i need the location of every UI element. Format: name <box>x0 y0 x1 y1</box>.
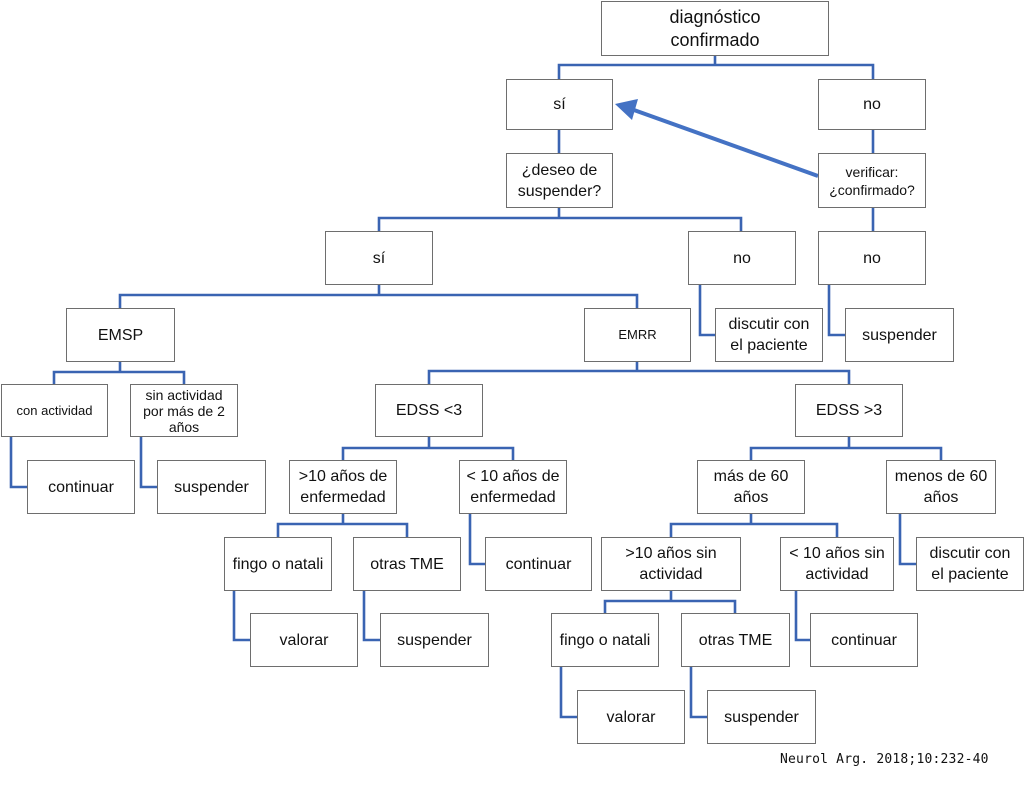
connector-si-split <box>118 285 639 308</box>
connector-verify-no-to-suspend <box>827 285 845 337</box>
node-with-activity: con actividad <box>1 384 108 437</box>
connector-desire-no-to-discuss <box>698 285 715 337</box>
node-diagnosis-confirmed: diagnóstico confirmado <box>601 1 829 56</box>
citation: Neurol Arg. 2018;10:232-40 <box>780 752 989 767</box>
connector-fingo2-to-assess <box>559 667 577 719</box>
node-over-60-years: más de 60 años <box>697 460 805 514</box>
node-suspend-2: suspender <box>157 460 266 514</box>
connector-gt10-split <box>276 514 409 537</box>
node-edss-under-3: EDSS <3 <box>375 384 483 437</box>
node-edss-over-3: EDSS >3 <box>795 384 903 437</box>
node-discuss-with-patient-2: discutir con el paciente <box>916 537 1024 591</box>
connector-emsp-split <box>52 362 186 384</box>
connector-other-to-suspend <box>362 591 380 642</box>
node-suspend-1: suspender <box>845 308 954 362</box>
node-continue-2: continuar <box>485 537 592 591</box>
node-fingo-or-natali-2: fingo o natali <box>551 613 659 667</box>
node-desire-no: no <box>688 231 796 285</box>
node-under-10-years-disease: < 10 años de enfermedad <box>459 460 567 514</box>
connector-under60-to-discuss <box>898 514 916 566</box>
node-no-activity-2-years: sin actividad por más de 2 años <box>130 384 238 437</box>
connector-lt10-to-continue <box>468 514 485 566</box>
node-other-tme-2: otras TME <box>681 613 790 667</box>
connector-with-activity-to-continue <box>9 437 27 489</box>
arrow-verify-to-yes <box>633 108 819 178</box>
node-assess-2: valorar <box>577 690 685 744</box>
node-continue-1: continuar <box>27 460 135 514</box>
node-emsp: EMSP <box>66 308 175 362</box>
node-discuss-with-patient-1: discutir con el paciente <box>715 308 823 362</box>
connector-emrr-split <box>427 362 851 384</box>
node-over-10-years-no-activity: >10 años sin actividad <box>601 537 741 591</box>
node-yes: sí <box>506 79 613 130</box>
node-suspend-4: suspender <box>707 690 816 744</box>
connector-over60-split <box>669 514 839 537</box>
node-under-60-years: menos de 60 años <box>886 460 996 514</box>
node-verify-confirmed: verificar: ¿confirmado? <box>818 153 926 208</box>
node-other-tme-1: otras TME <box>353 537 461 591</box>
node-continue-3: continuar <box>810 613 918 667</box>
connector-edss-gt3-split <box>749 437 943 460</box>
node-desire-yes: sí <box>325 231 433 285</box>
connector-lt10na-to-continue <box>794 591 810 642</box>
connector-no-activity-to-suspend <box>139 437 157 489</box>
connector-other2-to-suspend <box>689 667 707 719</box>
connector-edss-lt3-split <box>341 437 515 460</box>
node-under-10-years-no-activity: < 10 años sin actividad <box>780 537 894 591</box>
arrowhead-icon <box>615 99 638 120</box>
node-emrr: EMRR <box>584 308 691 362</box>
connector-fingo-to-assess <box>232 591 250 642</box>
node-no: no <box>818 79 926 130</box>
connector-desire-split <box>377 208 743 231</box>
node-desire-to-suspend: ¿deseo de suspender? <box>506 153 613 208</box>
node-verify-no: no <box>818 231 926 285</box>
node-assess-1: valorar <box>250 613 358 667</box>
node-fingo-or-natali-1: fingo o natali <box>224 537 332 591</box>
node-suspend-3: suspender <box>380 613 489 667</box>
node-over-10-years-disease: >10 años de enfermedad <box>289 460 397 514</box>
connector-tree-top <box>557 56 875 79</box>
connector-gt10na-split <box>603 591 737 613</box>
